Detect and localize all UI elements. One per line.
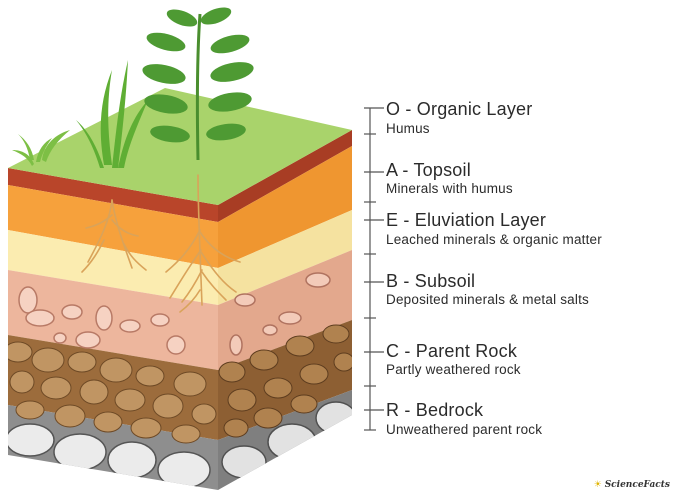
label-e-title: E - Eluviation Layer — [386, 210, 546, 231]
label-r-subtitle: Unweathered parent rock — [386, 422, 542, 437]
label-r-title: R - Bedrock — [386, 400, 483, 421]
label-e-subtitle: Leached minerals & organic matter — [386, 232, 602, 247]
sun-logo-icon: ☀ — [594, 480, 602, 490]
label-b-title: B - Subsoil — [386, 271, 475, 292]
credit-text: ScienceFacts — [605, 480, 670, 490]
label-c-subtitle: Partly weathered rock — [386, 362, 521, 377]
leafy-plant — [141, 4, 256, 160]
layer-bracket — [364, 108, 384, 430]
label-a-title: A - Topsoil — [386, 160, 471, 181]
label-a-subtitle: Minerals with humus — [386, 181, 513, 196]
soil-front-left-face — [4, 168, 218, 496]
label-o-title: O - Organic Layer — [386, 99, 532, 120]
label-o-subtitle: Humus — [386, 121, 430, 136]
sciencefacts-credit: ☀ScienceFacts — [594, 480, 670, 490]
label-b-subtitle: Deposited minerals & metal salts — [386, 292, 589, 307]
label-c-title: C - Parent Rock — [386, 341, 517, 362]
